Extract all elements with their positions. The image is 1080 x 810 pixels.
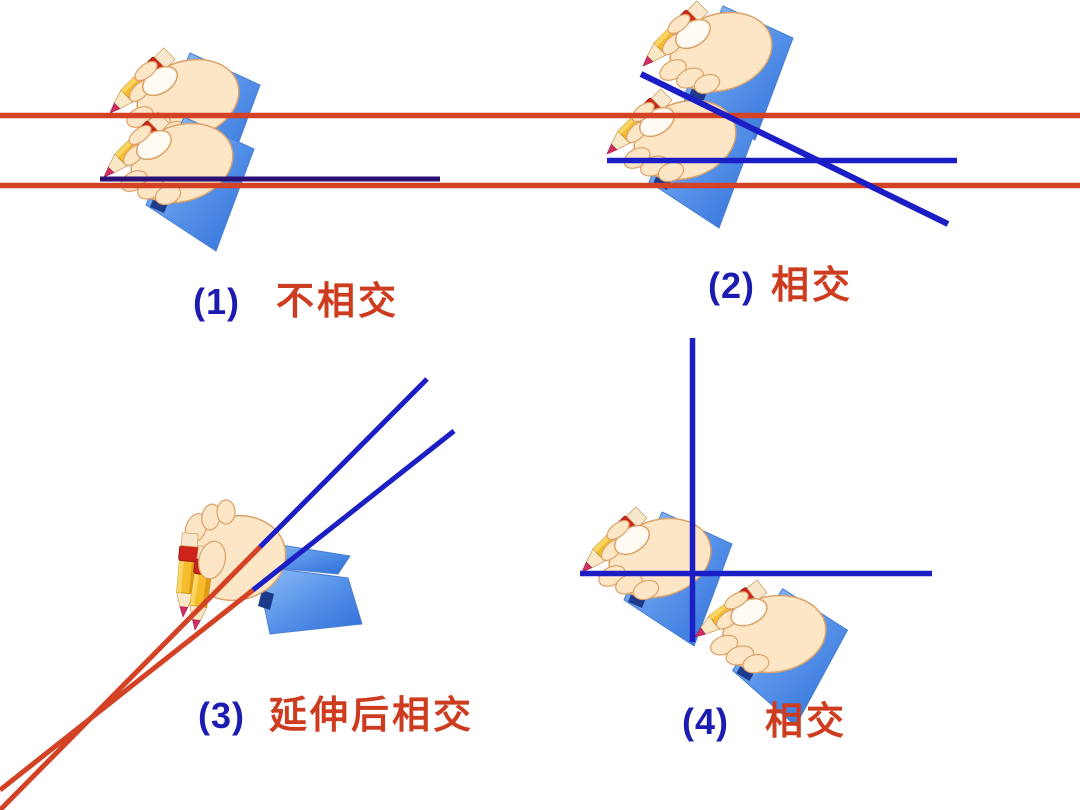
- panel4-caption: (4) 相交: [682, 690, 847, 745]
- blue-diagonal-line-panel2: [639, 71, 950, 227]
- panel3-caption-text: 延伸后相交: [269, 695, 475, 737]
- panel1-caption: (1) 不相交: [193, 270, 399, 325]
- blue-segment-panel3-line2: [251, 429, 456, 592]
- hand-with-two-pencils-illustration: [173, 499, 363, 635]
- panel3-number: (3): [198, 695, 245, 736]
- red-extension-line-1: [0, 545, 262, 810]
- panel4-number: (4): [682, 701, 729, 742]
- panel3-caption: (3) 延伸后相交: [198, 684, 474, 739]
- panel1-number: (1): [193, 281, 240, 322]
- panel4-caption-text: 相交: [765, 701, 848, 743]
- panel2-caption-text: 相交: [771, 265, 854, 307]
- panel2-caption: (2) 相交: [708, 254, 853, 309]
- blue-segment-panel3-line1: [258, 377, 429, 549]
- panel1-caption-text: 不相交: [276, 281, 400, 323]
- red-extension-line-2: [0, 588, 255, 792]
- panel2-number: (2): [708, 265, 755, 306]
